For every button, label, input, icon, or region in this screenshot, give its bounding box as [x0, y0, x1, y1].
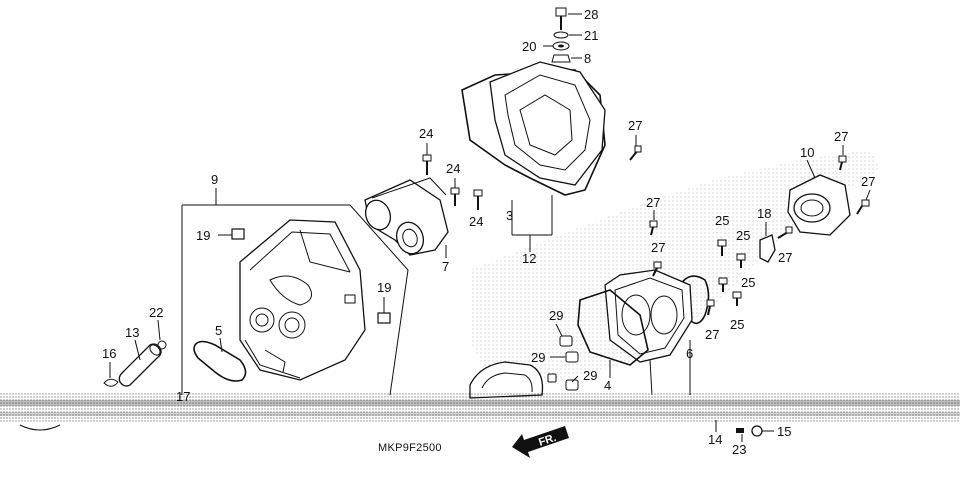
part-label-27-right-b: 27: [861, 174, 875, 189]
part-label-7: 7: [442, 259, 449, 274]
part-label-24-b: 24: [446, 161, 460, 176]
part-label-22: 22: [149, 305, 163, 320]
part-label-20: 20: [522, 39, 536, 54]
part-label-27-top: 27: [628, 118, 642, 133]
part-label-13: 13: [125, 325, 139, 340]
part-label-25-d: 25: [730, 317, 744, 332]
part-label-16: 16: [102, 346, 116, 361]
bolt-27-right-b: [856, 189, 871, 215]
part-label-24-a: 24: [419, 126, 433, 141]
front-direction-arrow: FR.: [512, 426, 569, 458]
part-label-23: 23: [732, 442, 746, 457]
part-label-9: 9: [211, 172, 218, 187]
tube-13: [118, 343, 162, 387]
bolt-27-right-a: [838, 145, 847, 171]
part-label-27-plate-a: 27: [646, 195, 660, 210]
part-label-8: 8: [584, 51, 591, 66]
part-label-10: 10: [800, 145, 814, 160]
part-label-25-b: 25: [736, 228, 750, 243]
bolt-25-d: [732, 291, 742, 306]
part-label-14: 14: [708, 432, 722, 447]
clamp-22: [157, 340, 167, 350]
diagram-code: MKP9F2500: [378, 442, 442, 454]
bracket-18: [759, 234, 776, 263]
bracket-9: [181, 204, 409, 396]
cap-29-c: [565, 379, 579, 391]
part-label-27-right-a: 27: [834, 129, 848, 144]
part-label-15: 15: [777, 424, 791, 439]
bolt-27-bracket: [777, 226, 793, 239]
pad-19-a: [231, 228, 245, 240]
bolt-24-c: [473, 189, 483, 210]
part-label-24-c: 24: [469, 214, 483, 229]
part-label-28: 28: [584, 7, 598, 22]
part-label-27-bracket: 27: [778, 250, 792, 265]
bolt-27-plate-b: [652, 261, 662, 277]
bolt-24-a: [422, 143, 432, 175]
part-label-19-a: 19: [196, 228, 210, 243]
duct-14: [469, 361, 544, 399]
cap-29-a: [559, 335, 573, 347]
cap-29-b: [565, 351, 579, 363]
part-label-25-c: 25: [741, 275, 755, 290]
duct-10: [787, 174, 851, 236]
bolt-27-plate-c: [706, 299, 715, 316]
bolt-25-a: [717, 239, 727, 256]
nut-15: [751, 425, 763, 437]
part-label-29-b: 29: [531, 350, 545, 365]
part-label-25-a: 25: [715, 213, 729, 228]
part-label-21: 21: [584, 28, 598, 43]
direction-label: FR.: [537, 432, 558, 449]
bolt-23: [736, 428, 744, 433]
frame-shading: [470, 150, 880, 380]
gasket-4: [577, 289, 649, 366]
part-label-17: 17: [176, 389, 190, 404]
part-label-29-c: 29: [583, 368, 597, 383]
bolt-27-plate-a: [649, 210, 658, 236]
part-label-4: 4: [604, 378, 611, 393]
bolt-25-b: [736, 253, 746, 268]
bolt-27-top: [629, 135, 642, 161]
air-box-case: [239, 219, 366, 381]
scan-noise-band: [0, 393, 960, 423]
cover-3: [489, 61, 606, 186]
seal-5: [193, 340, 247, 382]
clamp-16: [103, 378, 119, 387]
part-label-19-b: 19: [377, 280, 391, 295]
bolt-25-c: [718, 277, 728, 292]
part-label-12: 12: [522, 251, 536, 266]
pad-19-b: [377, 312, 391, 324]
throttle-plate-4: [604, 269, 693, 363]
part-label-27-plate-b: 27: [651, 240, 665, 255]
air-funnel-7: [364, 177, 449, 256]
part-label-18: 18: [757, 206, 771, 221]
part-label-5: 5: [215, 323, 222, 338]
part-label-27-plate-c: 27: [705, 327, 719, 342]
bolt-24-b: [450, 178, 460, 206]
part-label-3: 3: [506, 208, 513, 223]
fastener-stack: [551, 7, 571, 63]
part-label-29-a: 29: [549, 308, 563, 323]
part-label-6: 6: [686, 346, 693, 361]
